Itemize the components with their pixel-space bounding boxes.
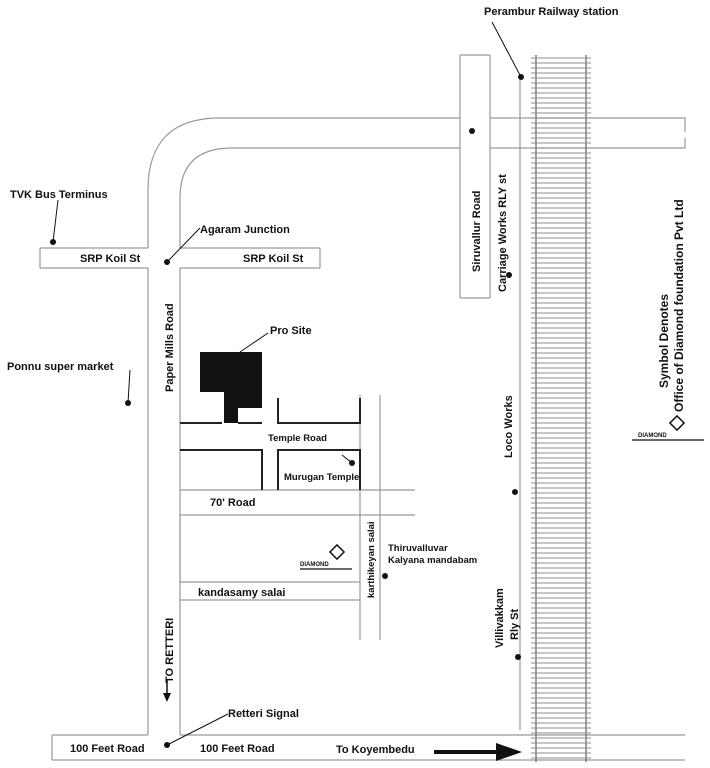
paper-mills-road-label: Paper Mills Road xyxy=(164,303,176,392)
thiruvalluvar-label-line1: Thiruvalluvar xyxy=(388,543,448,554)
map-labels: Perambur Railway station TVK Bus Terminu… xyxy=(7,6,686,756)
perambur-station-leader xyxy=(491,21,522,78)
koyembedu-arrow-head xyxy=(496,743,522,761)
road-network xyxy=(39,54,686,761)
thiruvalluvar-dot xyxy=(382,573,388,579)
paper-mills-road-west-edge xyxy=(147,117,460,248)
pro-site-leader xyxy=(239,332,269,353)
legend-line1: Symbol Denotes xyxy=(657,294,671,388)
ponnu-super-market-label: Ponnu super market xyxy=(7,361,114,373)
diamond-logo-icon xyxy=(668,414,686,432)
railway-sleepers xyxy=(531,57,591,759)
retteri-signal-label: Retteri Signal xyxy=(228,708,299,720)
carriage-works-label: Carriage Works RLY st xyxy=(497,174,509,292)
retteri-signal-leader xyxy=(166,713,229,746)
villivakkam-dot xyxy=(515,654,521,660)
pro-site-label: Pro Site xyxy=(270,325,312,337)
karthikeyan-salai-label: karthikeyan salai xyxy=(366,521,377,598)
seventy-road-label: 70' Road xyxy=(210,497,255,509)
srp-koil-west-label: SRP Koil St xyxy=(80,253,141,265)
loco-works-label: Loco Works xyxy=(503,395,515,458)
agaram-junction-leader xyxy=(166,227,201,263)
carriage-works-dot xyxy=(506,272,512,278)
diamond-logo-site: DIAMOND xyxy=(300,543,352,570)
direction-arrows xyxy=(163,680,522,761)
temple-road-label: Temple Road xyxy=(268,433,327,444)
villivakkam-label-line2: Rly St xyxy=(509,608,521,640)
ponnu-super-market-leader xyxy=(127,369,131,404)
diamond-logo-legend: DIAMOND xyxy=(632,414,704,441)
to-retteri-label: TO RETTERI xyxy=(164,618,176,683)
city-blocks xyxy=(180,398,361,490)
villivakkam-label-line1: Villivakkam xyxy=(494,588,506,648)
murugan-temple-leader xyxy=(341,454,353,464)
top-road-north-edge-east xyxy=(490,117,686,132)
srp-koil-east-label: SRP Koil St xyxy=(243,253,304,265)
agaram-junction-label: Agaram Junction xyxy=(200,224,290,236)
diamond-logo-text: DIAMOND xyxy=(638,433,667,439)
block-temple-east xyxy=(277,449,361,490)
pro-site-building xyxy=(200,352,262,423)
retteri-arrow-head xyxy=(163,693,171,702)
murugan-temple-label: Murugan Temple xyxy=(284,472,359,483)
thiruvalluvar-label-line2: Kalyana mandabam xyxy=(388,555,477,566)
diamond-logo-text: DIAMOND xyxy=(300,562,329,568)
legend-line2: Office of Diamond foundation Pvt Ltd xyxy=(672,199,686,412)
tvk-bus-terminus-leader xyxy=(52,199,59,243)
paper-mills-road-east-edge xyxy=(179,147,460,248)
hundred-feet-road-west-label: 100 Feet Road xyxy=(70,743,145,755)
perambur-station-label: Perambur Railway station xyxy=(484,6,619,18)
to-koyembedu-label: To Koyembedu xyxy=(336,744,415,756)
siruvallur-road-label: Siruvallur Road xyxy=(471,191,483,272)
railway-track xyxy=(531,55,591,762)
kandasamy-salai-label: kandasamy salai xyxy=(198,587,285,599)
block-temple-west xyxy=(180,449,263,490)
diamond-logo-icon xyxy=(328,543,346,561)
markers xyxy=(50,21,524,748)
top-road-junction-dot xyxy=(469,128,475,134)
block-north-edge-c xyxy=(277,398,361,424)
tvk-bus-terminus-label: TVK Bus Terminus xyxy=(10,189,108,201)
loco-works-dot xyxy=(512,489,518,495)
hundred-feet-road-east-label: 100 Feet Road xyxy=(200,743,275,755)
